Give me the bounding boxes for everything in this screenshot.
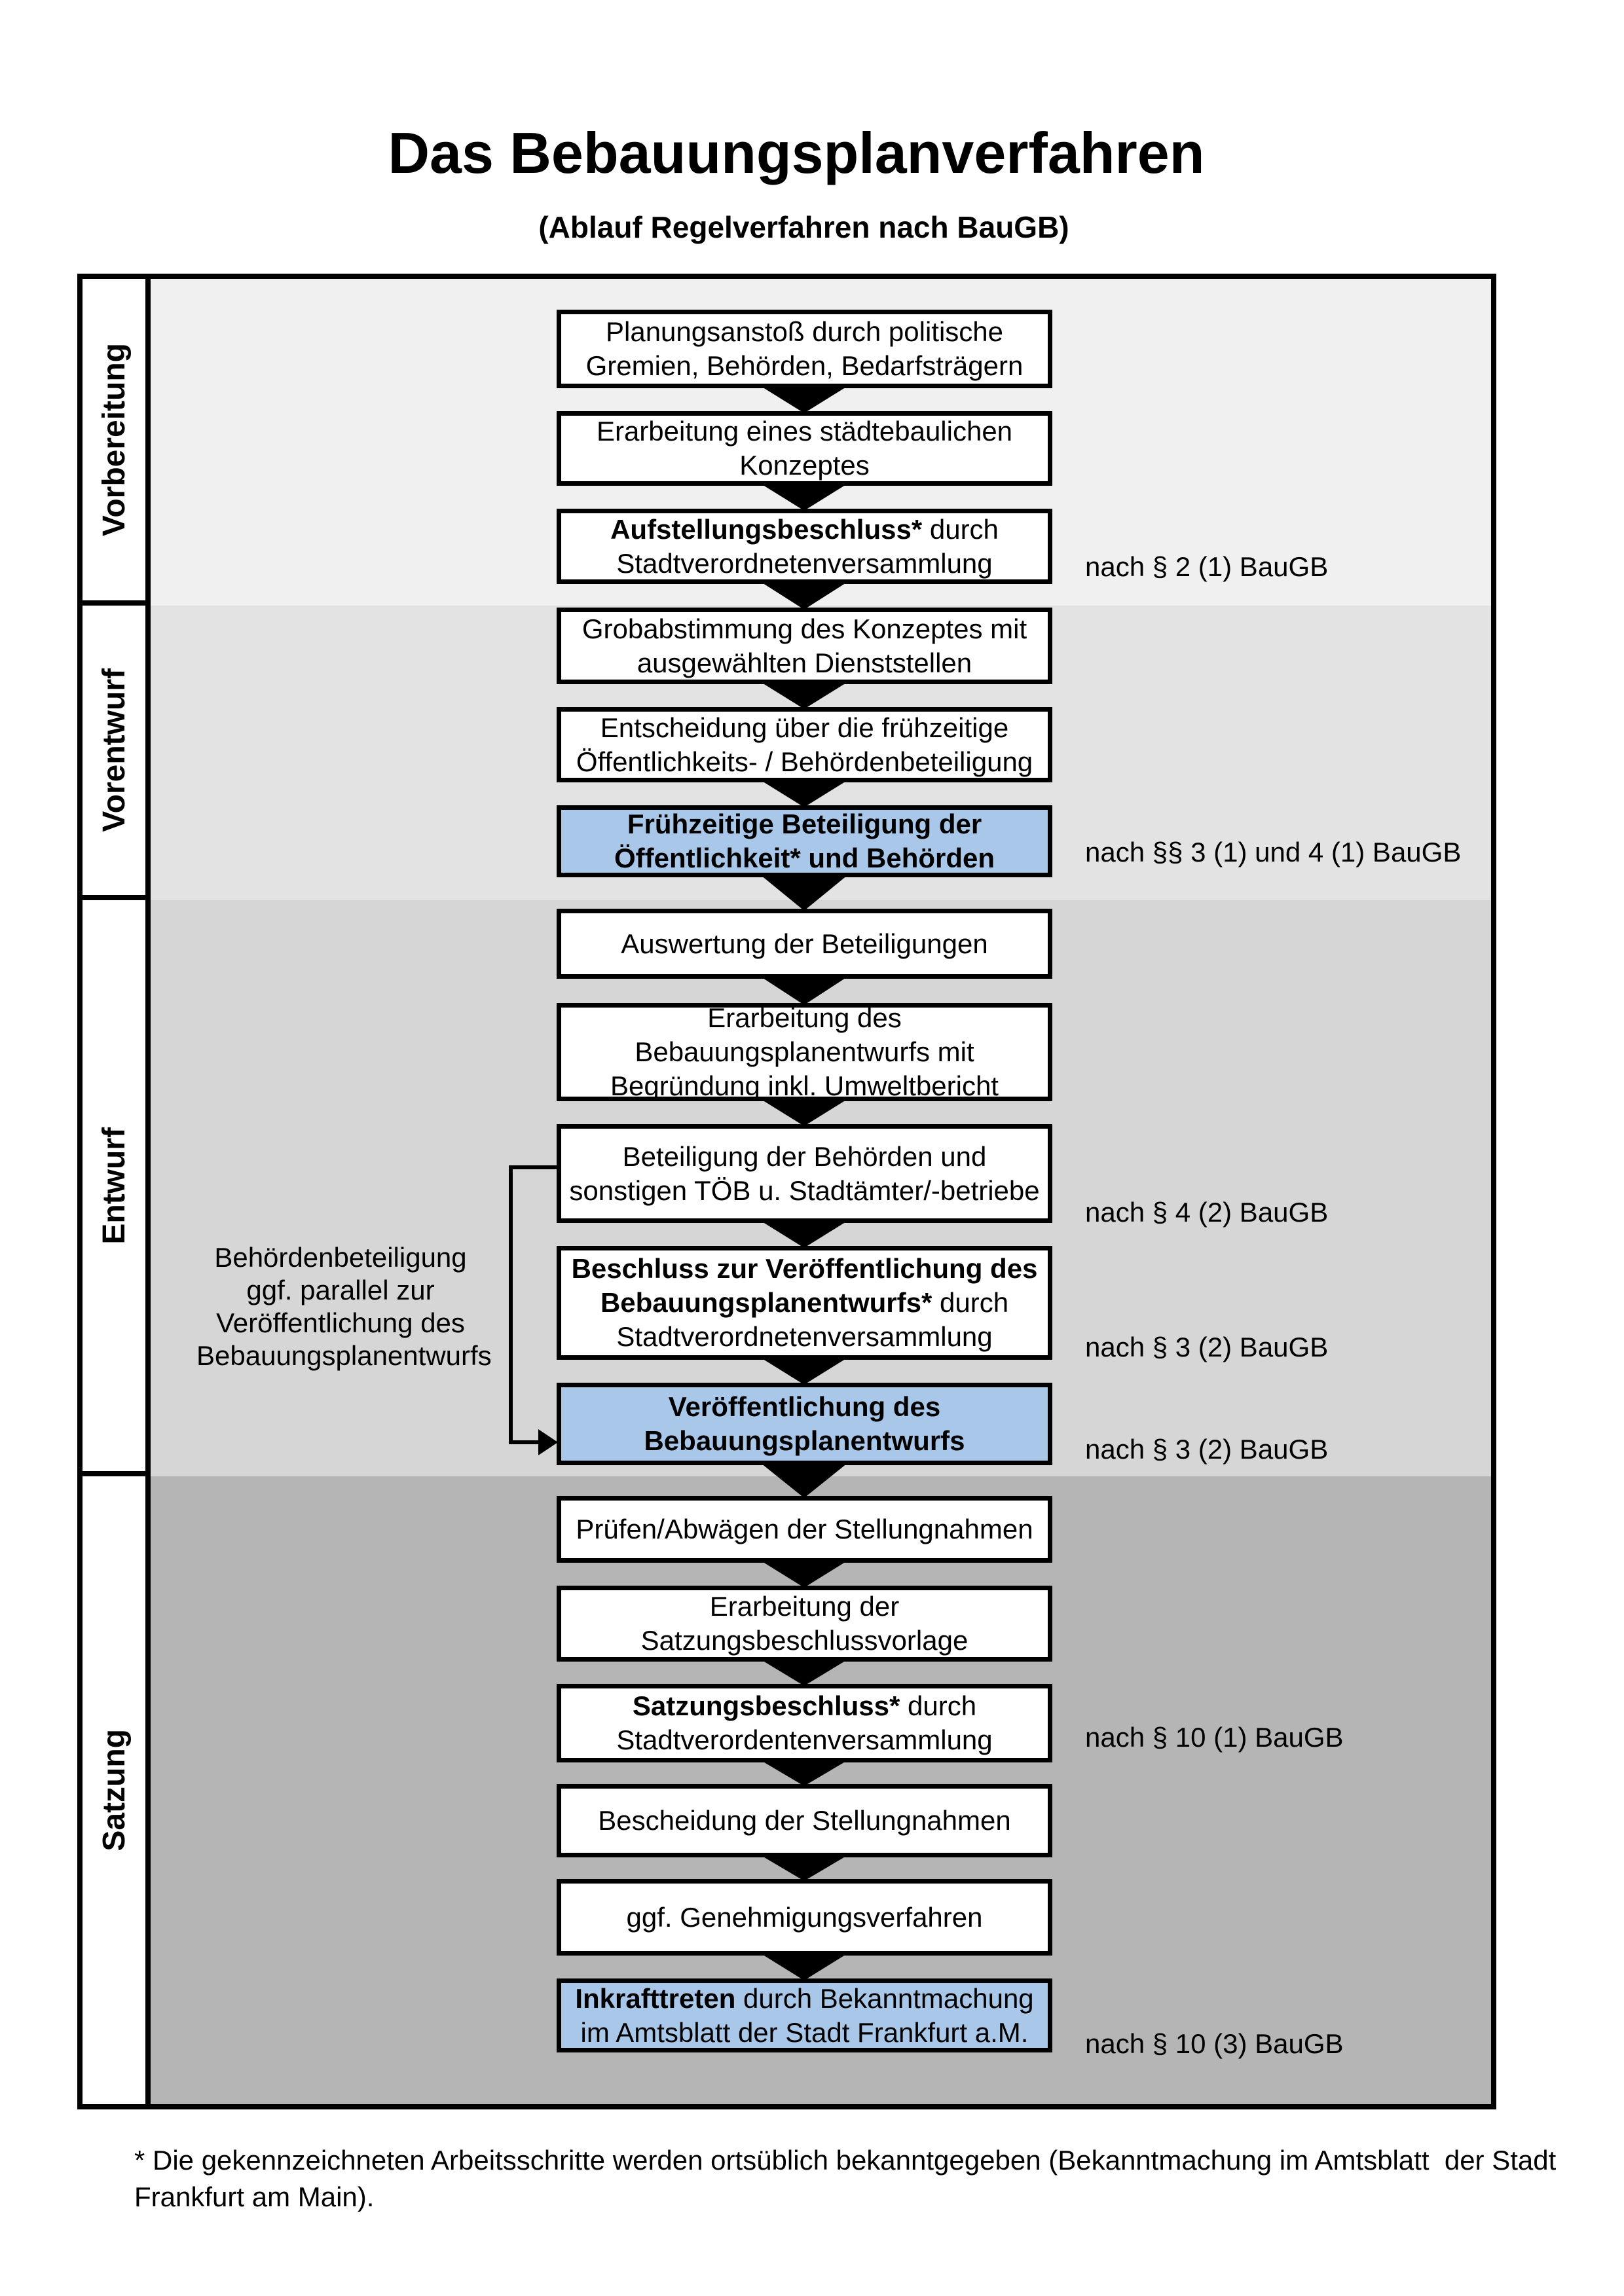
legal-reference: nach § 3 (2) BauGB — [1085, 1434, 1329, 1465]
down-arrow-icon — [761, 1660, 847, 1686]
down-arrow-icon — [761, 484, 847, 511]
flow-step-text: Prüfen/Abwägen der Stellungnahmen — [576, 1514, 1033, 1544]
flow-step-text: Bebauungsplanentwurfs — [644, 1425, 965, 1456]
parallel-procedure-note-line: Veröffentlichung des — [216, 1307, 465, 1338]
flow-step-text: ausgewählten Dienststellen — [637, 647, 972, 678]
flow-step-text: Bebauungsplanentwurfs mit — [635, 1036, 974, 1067]
flow-step-text: Frühzeitige Beteiligung der — [627, 809, 982, 839]
flow-step-box: Prüfen/Abwägen der Stellungnahmen — [557, 1496, 1052, 1563]
flow-step-text: sonstigen TÖB u. Stadtämter/-betriebe — [569, 1175, 1040, 1206]
parallel-procedure-note-line: Behördenbeteiligung — [214, 1242, 467, 1273]
down-arrow-icon — [761, 1561, 847, 1588]
flow-step-box: Bescheidung der Stellungnahmen — [557, 1784, 1052, 1857]
flow-step-text: Bebauungsplanentwurfs* durch — [600, 1287, 1009, 1318]
legal-reference: nach §§ 3 (1) und 4 (1) BauGB — [1085, 837, 1462, 867]
connector-line-top — [509, 1165, 557, 1169]
parallel-procedure-note-line: Bebauungsplanentwurfs — [196, 1340, 492, 1371]
flow-step-text: Entscheidung über die frühzeitige — [600, 712, 1009, 743]
flow-step-text: Auswertung der Beteiligungen — [621, 928, 988, 959]
down-arrow-icon — [761, 386, 847, 413]
legal-reference: nach § 2 (1) BauGB — [1085, 551, 1329, 582]
flow-step-text: Stadtverordnetenversammlung — [616, 1321, 993, 1352]
flow-step-text: Konzeptes — [739, 450, 870, 481]
down-arrow-icon — [761, 1221, 847, 1248]
flow-step-text: Erarbeitung der — [709, 1591, 900, 1622]
phase-label-cell: Vorentwurf — [83, 606, 151, 900]
page-subtitle: (Ablauf Regelverfahren nach BauGB) — [538, 210, 1069, 244]
connector-line-bottom — [509, 1440, 540, 1444]
flow-step-text: Satzungsbeschluss* durch — [632, 1690, 977, 1721]
connector-line-vertical — [509, 1165, 513, 1444]
flow-step-text: Gremien, Behörden, Bedarfsträgern — [585, 350, 1024, 381]
legal-reference: nach § 10 (1) BauGB — [1085, 1722, 1344, 1753]
flow-step-text: Beschluss zur Veröffentlichung des — [571, 1253, 1038, 1284]
flow-step-text: Grobabstimmung des Konzeptes mit — [581, 613, 1027, 644]
down-arrow-icon — [761, 780, 847, 807]
down-arrow-icon — [761, 1099, 847, 1126]
parallel-procedure-note: Behördenbeteiligung ggf. parallel zur Ve… — [196, 1241, 492, 1372]
phase-label: Vorentwurf — [96, 668, 132, 832]
flowchart-frame — [77, 274, 1496, 2109]
down-arrow-icon — [761, 1463, 847, 1498]
flow-step-box: ggf. Genehmigungsverfahren — [557, 1879, 1052, 1956]
flow-step-text: Stadtverordnetenversammlung — [616, 547, 993, 579]
down-arrow-icon — [761, 1855, 847, 1881]
legal-reference: nach § 3 (2) BauGB — [1085, 1332, 1329, 1362]
down-arrow-icon — [761, 1760, 847, 1786]
parallel-procedure-note-line: ggf. parallel zur — [246, 1275, 435, 1305]
legal-reference: nach § 10 (3) BauGB — [1085, 2028, 1344, 2059]
phase-label: Vorbereitung — [96, 342, 132, 537]
flow-step-text: Planungsanstoß durch politische — [605, 316, 1004, 347]
flow-step-box: Auswertung der Beteiligungen — [557, 909, 1052, 979]
phase-label-cell: Entwurf — [83, 900, 151, 1476]
phase-label: Satzung — [96, 1729, 132, 1851]
flow-step-text: ggf. Genehmigungsverfahren — [626, 1901, 983, 1933]
phase-label-cell: Vorbereitung — [83, 279, 151, 606]
flow-step-text: im Amtsblatt der Stadt Frankfurt a.M. — [580, 2016, 1029, 2048]
down-arrow-icon — [761, 582, 847, 610]
flow-step-text: Stadtverordentenversammlung — [616, 1724, 993, 1755]
phase-label-cell: Satzung — [83, 1476, 151, 2104]
down-arrow-icon — [761, 875, 847, 911]
phase-label: Entwurf — [96, 1127, 132, 1245]
down-arrow-icon — [761, 977, 847, 1005]
flow-step-text: Öffentlichkeit* und Behörden — [614, 843, 995, 873]
flow-step-text: Veröffentlichung des — [668, 1391, 941, 1422]
down-arrow-icon — [761, 1358, 847, 1385]
flow-step-text: Erarbeitung des — [707, 1002, 902, 1033]
flow-step-text: Öffentlichkeits- / Behördenbeteiligung — [576, 746, 1033, 777]
flow-step-text: Bescheidung der Stellungnahmen — [598, 1805, 1011, 1836]
footnote: * Die gekennzeichneten Arbeitsschritte w… — [134, 2145, 1557, 2212]
connector-right-arrow-icon — [538, 1429, 558, 1455]
flow-step-text: Begründung inkl. Umweltbericht — [610, 1070, 999, 1101]
legal-reference: nach § 4 (2) BauGB — [1085, 1197, 1329, 1228]
page-title: Das Bebauungsplanverfahren — [388, 120, 1205, 185]
flow-step-text: Aufstellungsbeschluss* durch — [610, 513, 999, 545]
flow-step-text: Beteiligung der Behörden und — [622, 1140, 987, 1172]
flow-step-text: Satzungsbeschlussvorlage — [640, 1625, 969, 1656]
down-arrow-icon — [761, 682, 847, 709]
down-arrow-icon — [761, 1954, 847, 1980]
flow-step-text: Inkrafttreten durch Bekanntmachung — [575, 1982, 1034, 2014]
flow-step-text: Erarbeitung eines städtebaulichen — [596, 416, 1013, 446]
